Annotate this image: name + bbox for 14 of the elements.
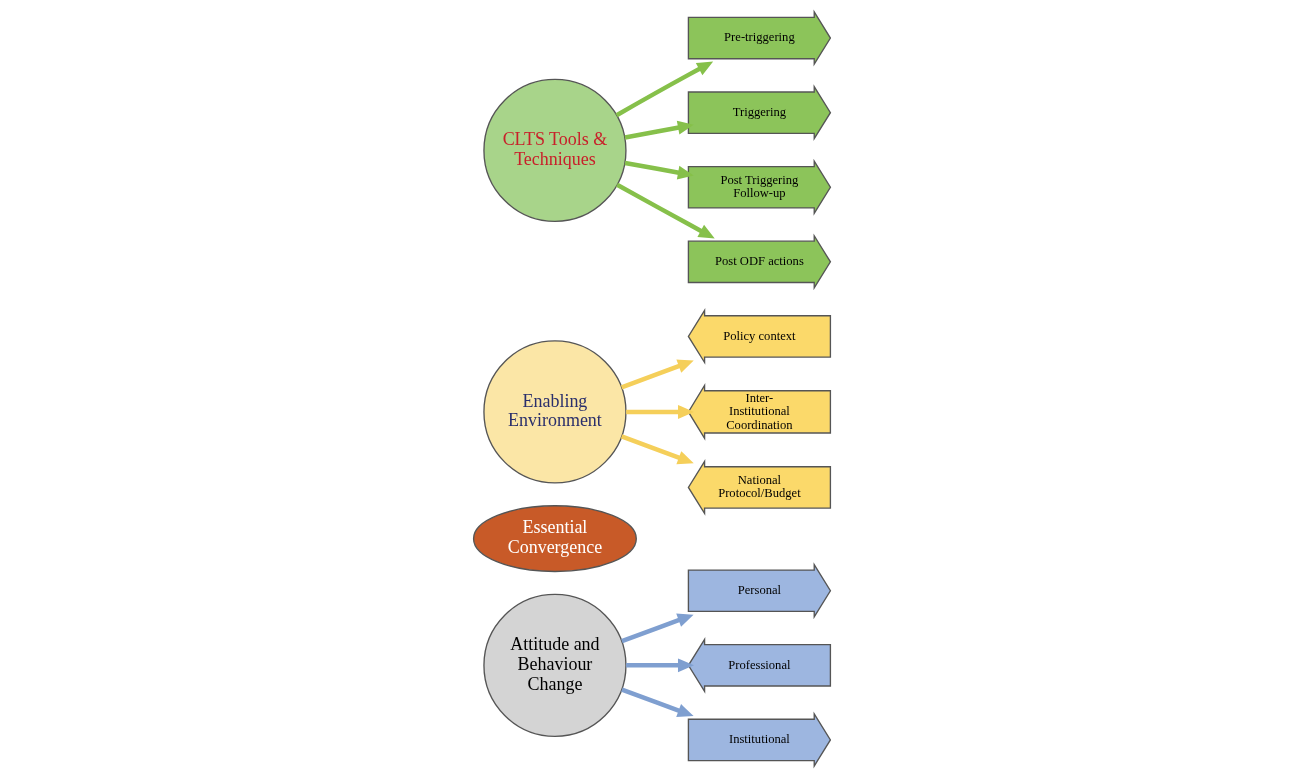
arrow bbox=[620, 359, 694, 390]
node-circle: CLTS Tools & Techniques bbox=[482, 78, 627, 223]
node-circle: Enabling Environment bbox=[482, 340, 627, 484]
arrow bbox=[620, 434, 694, 465]
arrow bbox=[620, 613, 694, 644]
arrow bbox=[625, 658, 694, 673]
arrow bbox=[615, 182, 715, 239]
arrow bbox=[615, 61, 713, 118]
arrow bbox=[624, 120, 694, 140]
arrow bbox=[624, 160, 694, 180]
arrow bbox=[620, 687, 694, 718]
node-circle: Attitude and Behaviour Change bbox=[482, 593, 627, 738]
node-ellipse: Essential Convergence bbox=[472, 505, 637, 573]
arrow bbox=[625, 404, 694, 419]
